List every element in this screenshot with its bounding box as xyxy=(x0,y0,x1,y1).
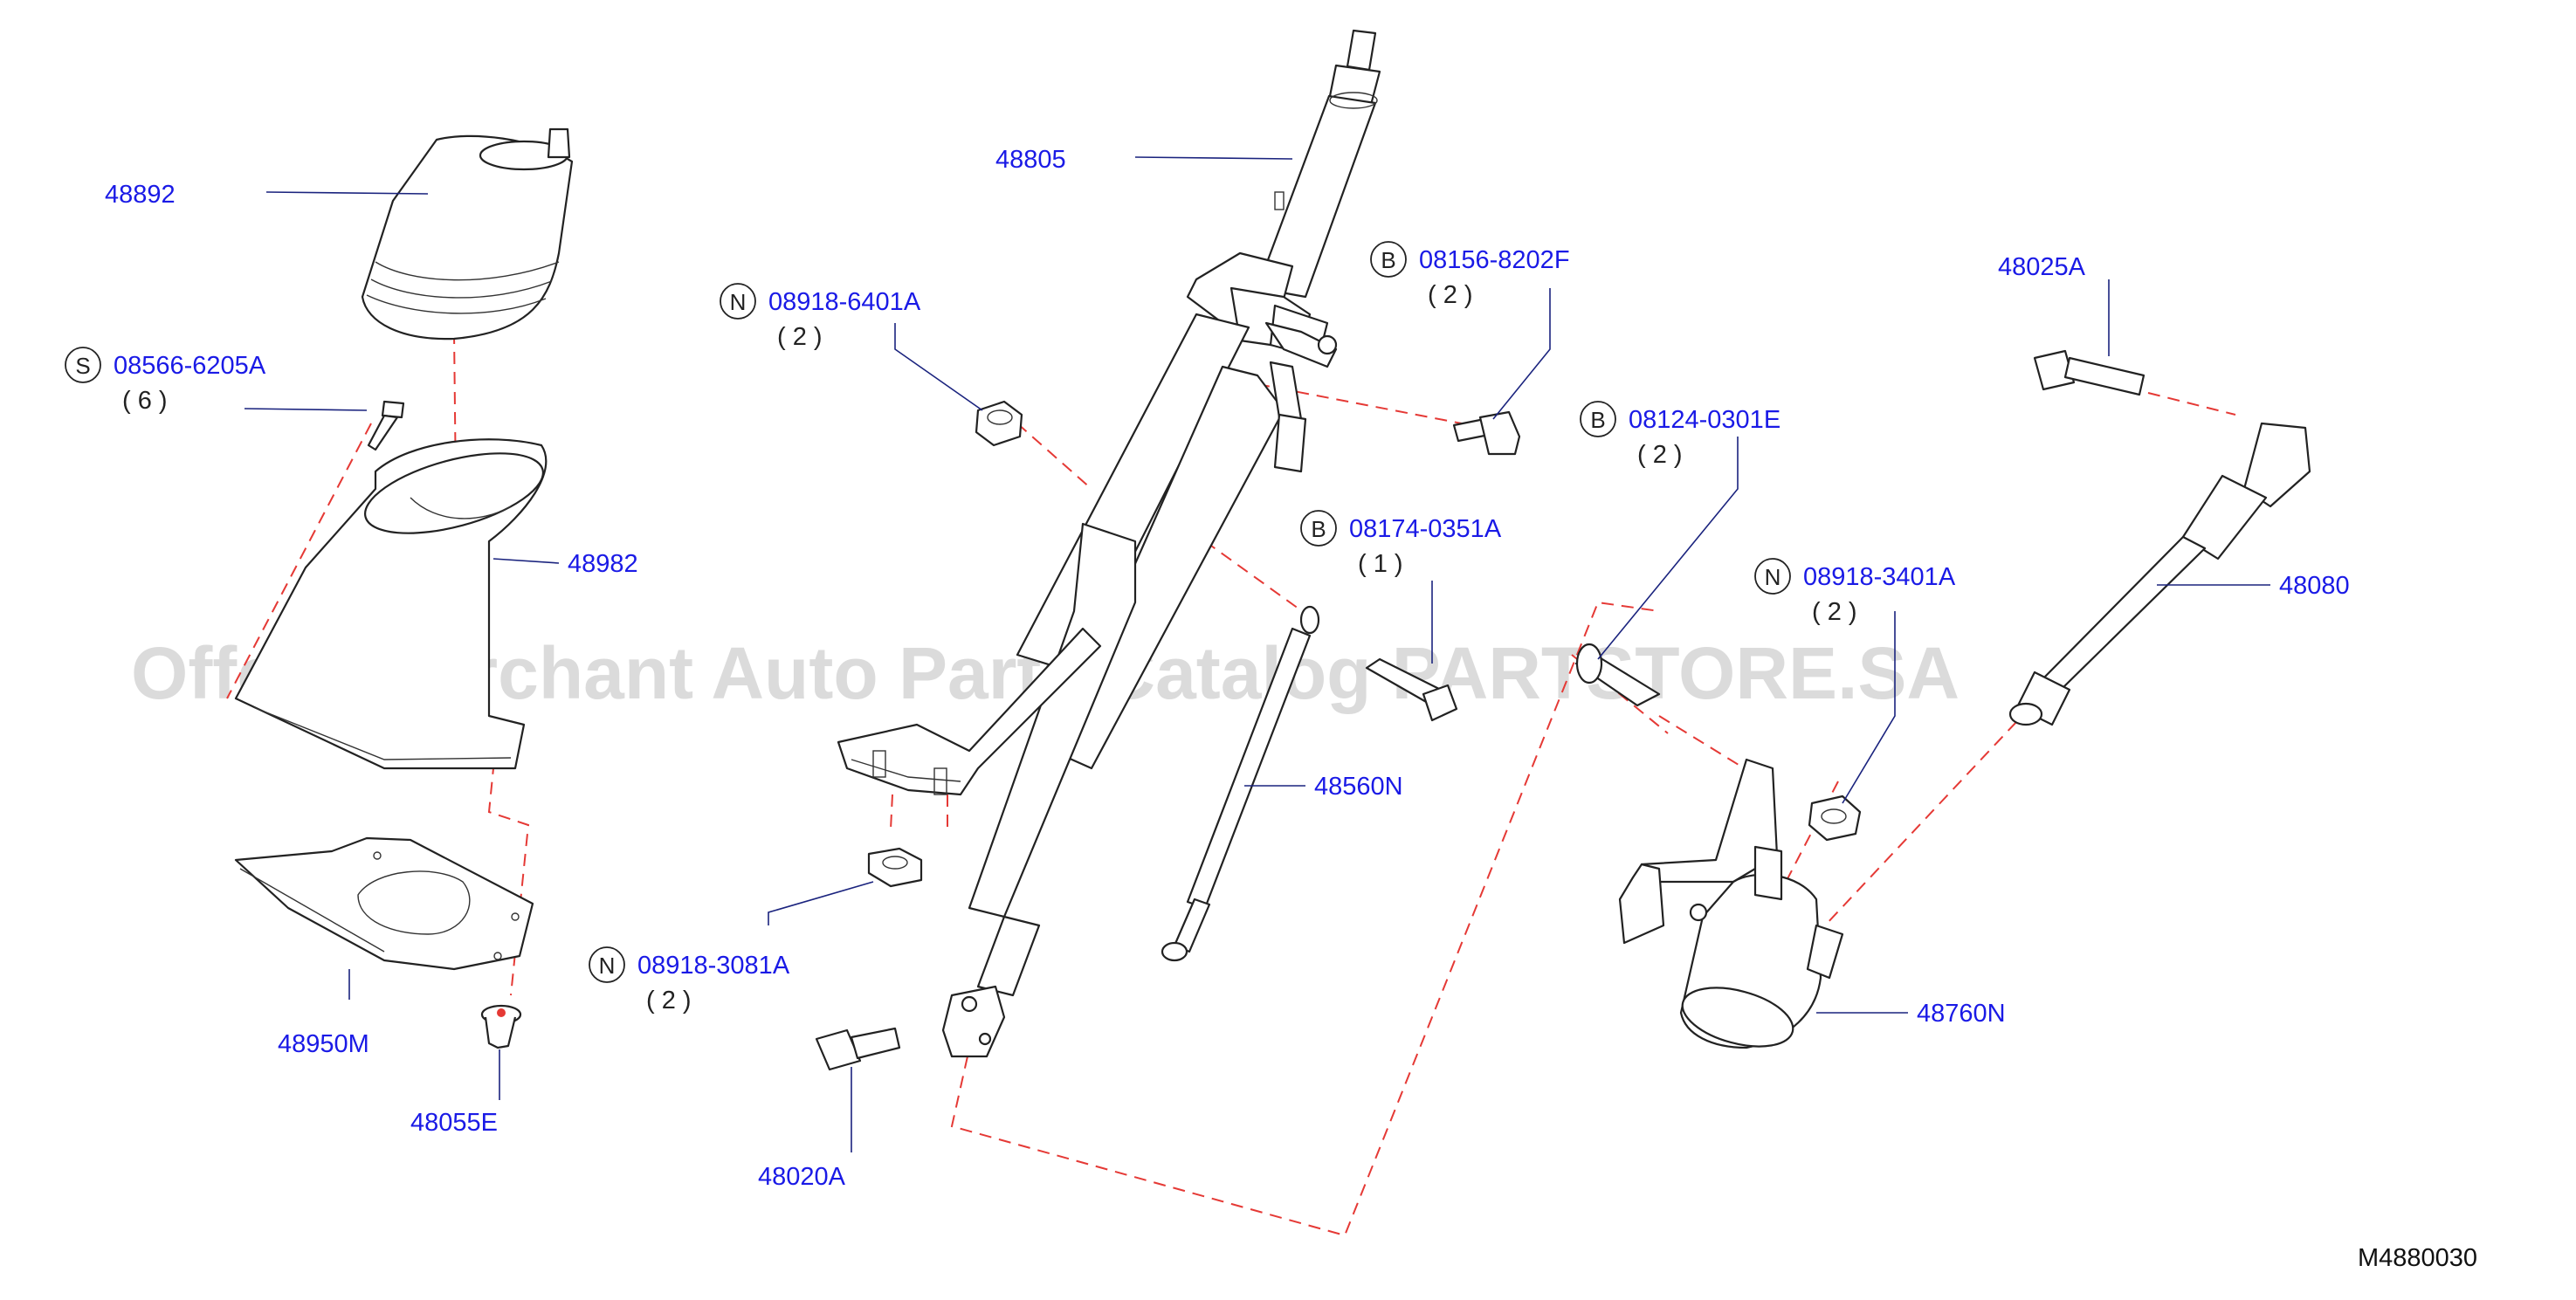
fastener-qty: ( 2 ) xyxy=(1428,281,1473,309)
badge-letter: N xyxy=(599,953,616,979)
part-48080-shaft xyxy=(2008,422,2311,726)
fastener-callout-08918-6401A: N 08918-6401A ( 2 ) xyxy=(720,283,921,351)
fastener-callout-08156-8202F: B 08156-8202F ( 2 ) xyxy=(1370,241,1570,309)
fastener-qty: ( 2 ) xyxy=(646,987,692,1015)
badge-letter: N xyxy=(1765,564,1781,590)
part-48025A-bolt xyxy=(2033,349,2146,396)
badge-letter: B xyxy=(1381,247,1395,273)
fastener-number: 08918-6401A xyxy=(768,288,921,316)
fastener-qty: ( 2 ) xyxy=(777,323,823,351)
badge-circle xyxy=(589,946,625,983)
fastener-08918-6401-nut xyxy=(975,400,1023,447)
badge-circle xyxy=(1370,241,1407,278)
fastener-08156-bolt xyxy=(1452,410,1521,456)
callout-48055E: 48055E xyxy=(410,1109,498,1137)
part-48892-boot xyxy=(361,127,574,340)
fastener-number: 08174-0351A xyxy=(1349,515,1502,543)
badge-letter: S xyxy=(75,353,90,379)
callout-48982: 48982 xyxy=(568,550,638,578)
badge-circle xyxy=(720,283,756,320)
leader-lines xyxy=(244,156,2270,1152)
callout-48560N: 48560N xyxy=(1314,773,1403,801)
badge-letter: B xyxy=(1311,516,1326,542)
fastener-08918-3401-nut xyxy=(1808,794,1862,842)
callout-48892: 48892 xyxy=(105,181,176,209)
badge-letter: B xyxy=(1590,407,1605,433)
fastener-number: 08566-6205A xyxy=(114,352,266,380)
part-48020A-bolt xyxy=(815,1027,901,1071)
part-48805-column xyxy=(837,29,1381,1058)
fastener-callout-08918-3081A: N 08918-3081A ( 2 ) xyxy=(589,946,790,1015)
fastener-number: 08156-8202F xyxy=(1419,246,1570,274)
fastener-qty: ( 2 ) xyxy=(1637,441,1683,469)
fastener-qty: ( 1 ) xyxy=(1358,550,1403,578)
badge-circle xyxy=(1754,558,1791,595)
part-48760N-housing xyxy=(1618,758,1844,1049)
assembly-dash-lines xyxy=(226,331,2236,1237)
callout-48950M: 48950M xyxy=(278,1030,369,1058)
callout-48080: 48080 xyxy=(2279,572,2350,600)
fastener-number: 08918-3081A xyxy=(637,952,790,980)
callout-48025A: 48025A xyxy=(1998,253,2086,281)
fastener-number: 08124-0301E xyxy=(1629,406,1780,434)
part-48055E-clip xyxy=(480,1004,522,1049)
callout-48020A: 48020A xyxy=(758,1163,846,1191)
fastener-08566-screw xyxy=(367,400,405,451)
fastener-08124-collar xyxy=(1574,643,1661,707)
fastener-08174-bolt xyxy=(1299,605,1458,722)
diagram-code: M4880030 xyxy=(2358,1244,2477,1272)
badge-circle xyxy=(65,347,101,383)
badge-circle xyxy=(1580,401,1616,437)
badge-letter: N xyxy=(730,289,747,315)
fastener-callout-08174-0351A: B 08174-0351A ( 1 ) xyxy=(1300,510,1502,578)
fastener-qty: ( 2 ) xyxy=(1812,598,1857,626)
callout-48760N: 48760N xyxy=(1917,1000,2006,1028)
part-48982-cover xyxy=(234,438,548,770)
badge-circle xyxy=(1300,510,1337,547)
fastener-callout-08918-3401A: N 08918-3401A ( 2 ) xyxy=(1754,558,1956,626)
part-48560N-strut xyxy=(1161,627,1312,962)
fastener-callout-08566: S 08566-6205A ( 6 ) xyxy=(65,347,266,415)
fastener-callout-08124-0301E: B 08124-0301E ( 2 ) xyxy=(1580,401,1780,469)
fastener-qty: ( 6 ) xyxy=(122,387,168,415)
part-48950M-plate xyxy=(234,836,534,971)
callout-48805: 48805 xyxy=(995,146,1066,174)
fastener-number: 08918-3401A xyxy=(1803,563,1956,591)
fastener-08918-3081-nut xyxy=(867,847,923,888)
